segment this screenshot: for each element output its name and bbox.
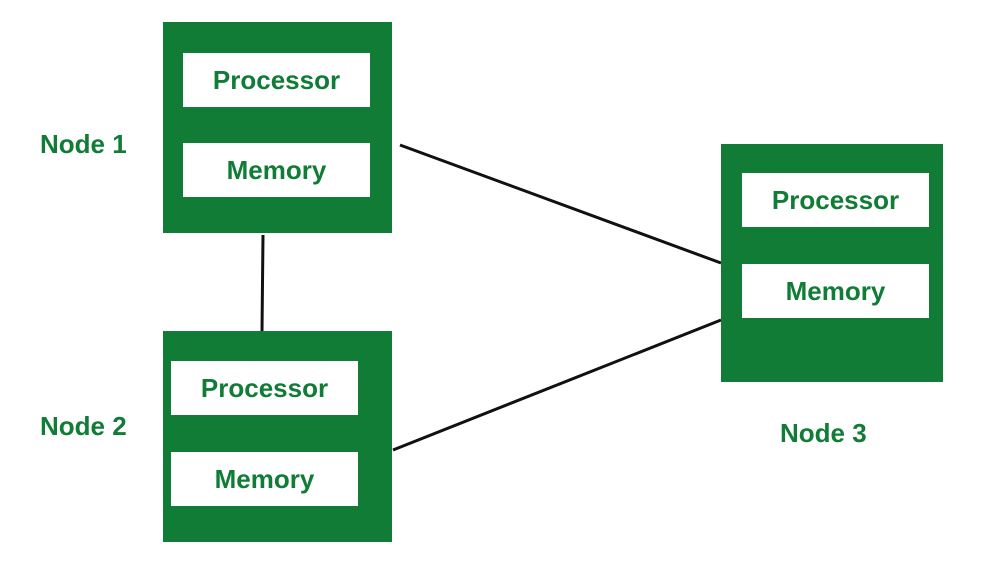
connector-node1-node2	[260, 234, 265, 332]
connector-node1-node3	[399, 143, 722, 265]
connector-node2-node3	[392, 318, 722, 452]
node-2-box: Processor Memory	[163, 331, 392, 542]
node-3-processor: Processor	[742, 173, 929, 227]
node-1-processor: Processor	[183, 53, 370, 107]
node-3-label: Node 3	[780, 418, 867, 448]
node-1-label: Node 1	[40, 129, 127, 159]
node-2-label: Node 2	[40, 411, 127, 441]
node-3-memory: Memory	[742, 264, 929, 318]
node-3-box: Processor Memory	[721, 144, 943, 382]
node-2-processor: Processor	[171, 361, 358, 415]
node-2-memory: Memory	[171, 452, 358, 506]
node-1-memory: Memory	[183, 143, 370, 197]
node-1-box: Processor Memory	[163, 22, 392, 233]
